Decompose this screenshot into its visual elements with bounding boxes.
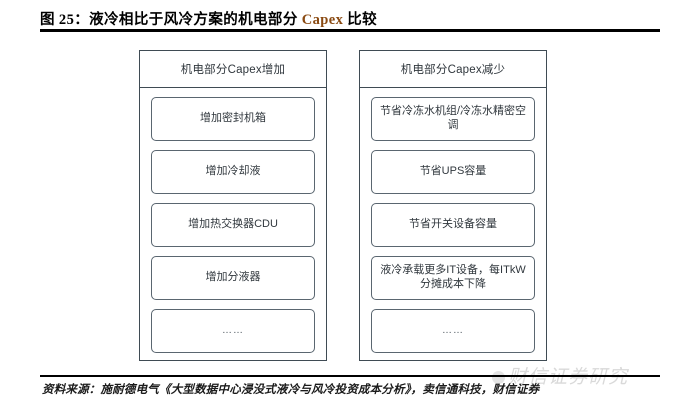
comparison-diagram: 机电部分Capex增加 增加密封机箱 增加冷却液 增加热交换器CDU 增加分液器… xyxy=(0,36,684,366)
capex-increase-column: 机电部分Capex增加 增加密封机箱 增加冷却液 增加热交换器CDU 增加分液器… xyxy=(139,50,327,361)
list-item: 节省冷冻水机组/冷冻水精密空调 xyxy=(371,97,535,141)
page-title-prefix: 图 25：液冷相比于风冷方案的机电部分 xyxy=(40,12,302,28)
capex-increase-header: 机电部分Capex增加 xyxy=(140,51,326,88)
list-item: 液冷承载更多IT设备，每ITkW分摊成本下降 xyxy=(371,256,535,300)
page-title-keyword: Capex xyxy=(301,12,344,28)
list-item-ellipsis: …… xyxy=(151,309,315,353)
list-item: 节省UPS容量 xyxy=(371,150,535,194)
page-title: 图 25：液冷相比于风冷方案的机电部分 Capex 比较 xyxy=(40,8,660,29)
list-item: 增加密封机箱 xyxy=(151,97,315,141)
list-item: 节省开关设备容量 xyxy=(371,203,535,247)
list-item: 增加冷却液 xyxy=(151,150,315,194)
capex-decrease-header: 机电部分Capex减少 xyxy=(360,51,546,88)
capex-decrease-list: 节省冷冻水机组/冷冻水精密空调 节省UPS容量 节省开关设备容量 液冷承载更多I… xyxy=(360,88,546,353)
capex-decrease-column: 机电部分Capex减少 节省冷冻水机组/冷冻水精密空调 节省UPS容量 节省开关… xyxy=(359,50,547,361)
page-title-suffix: 比较 xyxy=(343,12,378,28)
list-item-ellipsis: …… xyxy=(371,309,535,353)
footer-divider xyxy=(40,375,660,377)
title-divider xyxy=(40,29,660,32)
source-note: 资料来源：施耐德电气《大型数据中心浸没式液冷与风冷投资成本分析》，卖信通科技，财… xyxy=(42,384,540,396)
capex-increase-list: 增加密封机箱 增加冷却液 增加热交换器CDU 增加分液器 …… xyxy=(140,88,326,353)
list-item: 增加热交换器CDU xyxy=(151,203,315,247)
list-item: 增加分液器 xyxy=(151,256,315,300)
